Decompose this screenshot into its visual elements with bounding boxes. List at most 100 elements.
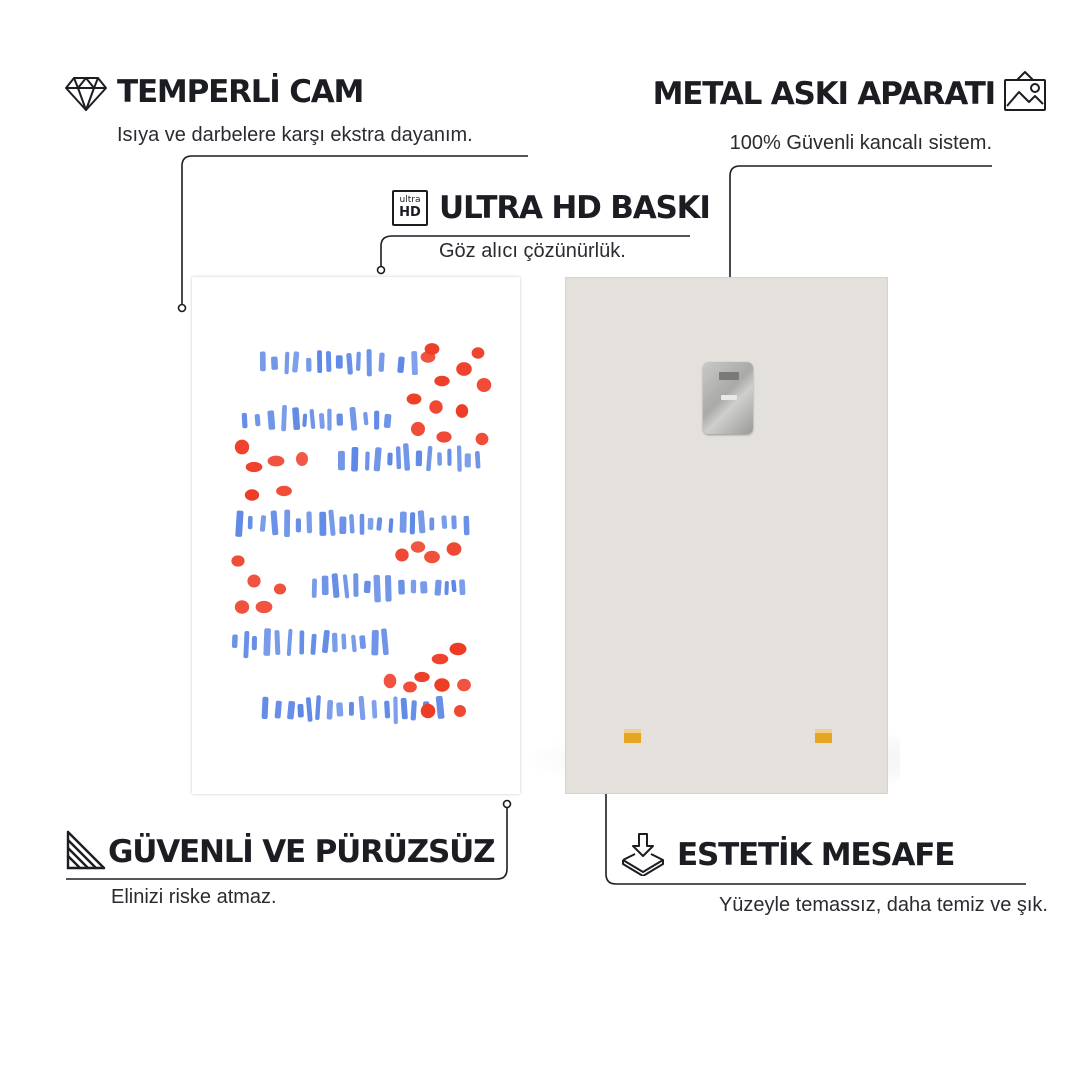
brush-stroke	[420, 581, 428, 594]
brush-stroke	[254, 414, 261, 427]
brush-stroke	[429, 517, 435, 531]
paint-dot	[449, 642, 467, 656]
brush-stroke	[358, 695, 366, 721]
brush-stroke	[415, 450, 423, 467]
diamond-icon	[64, 76, 108, 112]
brush-stroke	[305, 697, 313, 722]
brush-stroke	[399, 511, 407, 533]
brush-stroke	[271, 356, 279, 370]
hanger-slot	[719, 372, 739, 380]
brush-stroke	[315, 695, 321, 721]
brush-stroke	[378, 352, 385, 372]
brush-stroke	[366, 349, 372, 377]
brush-stroke	[437, 452, 442, 466]
paint-dot	[276, 485, 292, 497]
paint-dot	[429, 400, 443, 414]
feature-title-print: ULTRA HD BASKI	[439, 190, 711, 226]
paint-dot	[411, 421, 425, 437]
paint-dot	[456, 362, 472, 376]
brush-stroke	[410, 700, 417, 721]
brush-stroke	[451, 579, 457, 593]
brush-stroke	[231, 634, 238, 649]
brush-stroke	[274, 630, 281, 655]
hanger-slot-lower	[721, 395, 737, 400]
brush-stroke	[327, 408, 332, 431]
brush-stroke	[335, 355, 343, 369]
feature-title-distance: ESTETİK MESAFE	[677, 837, 955, 873]
paint-dot	[234, 439, 250, 455]
brush-stroke	[284, 351, 290, 375]
brush-stroke	[398, 579, 405, 595]
paint-dot	[424, 550, 440, 564]
poster-back	[565, 277, 888, 794]
brush-stroke	[474, 451, 481, 469]
paint-dot	[454, 705, 466, 717]
brush-stroke	[306, 357, 312, 372]
brush-stroke	[326, 700, 334, 720]
brush-stroke	[310, 633, 317, 655]
paint-dot	[267, 455, 285, 467]
brush-stroke	[395, 446, 402, 470]
paint-dot	[244, 489, 260, 501]
brush-stroke	[351, 446, 359, 472]
paint-dot	[273, 583, 287, 595]
paint-dot	[296, 452, 308, 466]
paint-dot	[434, 375, 450, 387]
brush-stroke	[302, 413, 308, 427]
brush-stroke	[387, 452, 393, 466]
brush-stroke	[251, 636, 257, 651]
paint-dot	[383, 673, 397, 689]
brush-stroke	[365, 451, 370, 471]
brush-stroke	[274, 700, 282, 719]
poster-front	[192, 277, 520, 794]
feature-subtitle-safe: Elinizi riske atmaz.	[111, 886, 277, 908]
brush-stroke	[284, 509, 291, 538]
brush-stroke	[261, 696, 269, 720]
paint-dot	[406, 393, 422, 405]
feature-subtitle-tempered: Isıya ve darbelere karşı ekstra dayanım.	[117, 124, 473, 146]
brush-stroke	[281, 405, 287, 432]
callout-dot-safe	[502, 799, 512, 809]
brush-stroke	[292, 407, 301, 431]
brush-stroke	[393, 696, 398, 725]
paint-dot	[431, 653, 449, 665]
brush-stroke	[447, 448, 452, 466]
brush-stroke	[331, 573, 340, 598]
callout-dot-tempered	[177, 303, 187, 313]
brush-stroke	[434, 579, 442, 596]
brush-stroke	[400, 697, 408, 720]
brush-stroke	[381, 628, 389, 656]
paint-dot	[434, 678, 450, 692]
brush-stroke	[235, 510, 244, 537]
brush-stroke	[444, 580, 449, 596]
brush-stroke	[295, 518, 302, 533]
spacer-pad-left	[624, 729, 641, 743]
paint-dot	[420, 703, 436, 719]
brush-stroke	[341, 633, 347, 650]
brush-stroke	[287, 700, 296, 720]
brush-stroke	[270, 510, 279, 536]
brush-stroke	[321, 629, 330, 654]
paint-dot	[471, 347, 485, 359]
smooth-edge-icon	[66, 830, 106, 870]
brush-stroke	[384, 575, 392, 602]
brush-stroke	[243, 630, 250, 659]
brush-stroke	[359, 635, 366, 649]
brush-stroke	[336, 702, 344, 717]
brush-stroke	[435, 695, 445, 719]
paint-dot	[403, 681, 417, 693]
brush-stroke	[346, 352, 353, 375]
brush-stroke	[321, 575, 329, 596]
paint-dot	[476, 378, 492, 392]
brush-stroke	[388, 518, 394, 533]
brush-stroke	[317, 350, 323, 373]
brush-stroke	[441, 515, 448, 529]
brush-stroke	[259, 515, 267, 532]
brush-stroke	[348, 701, 354, 716]
brush-stroke	[297, 703, 304, 718]
callout-line-hanger	[729, 165, 992, 358]
brush-stroke	[373, 574, 381, 603]
layer-down-arrow-icon	[621, 832, 665, 876]
brush-stroke	[411, 351, 418, 376]
feature-title-safe: GÜVENLİ VE PÜRÜZSÜZ	[108, 834, 496, 870]
